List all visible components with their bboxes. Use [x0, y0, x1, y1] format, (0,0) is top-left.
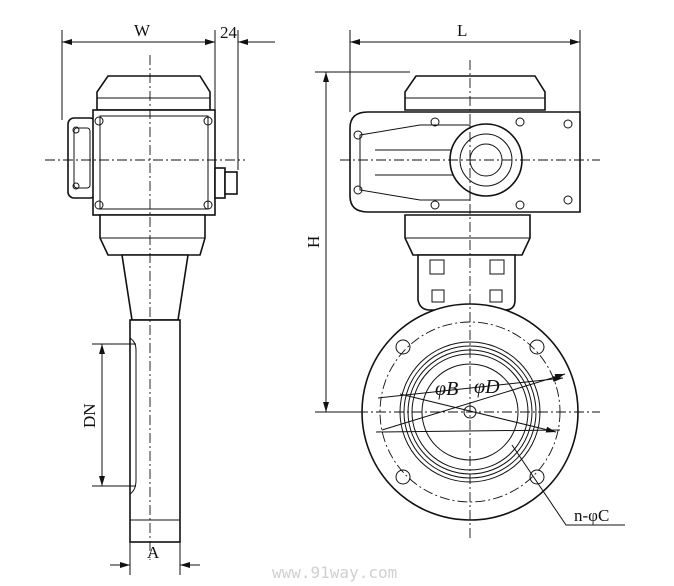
height-label: H: [304, 236, 323, 248]
diameter-b-label: φB: [435, 378, 458, 400]
offset-label: 24: [220, 23, 238, 42]
length-label: L: [457, 21, 467, 40]
screw-icons: [353, 117, 573, 210]
a-label: A: [147, 543, 160, 562]
diameter-d-label: φD: [474, 376, 500, 398]
side-view: W 24 DN A: [45, 21, 275, 575]
front-view: φB φD n-φC L H: [304, 21, 625, 540]
screw-icons: [72, 116, 213, 210]
bolt-holes: [395, 339, 545, 485]
width-label: W: [134, 21, 151, 40]
watermark: www.91way.com: [272, 563, 397, 582]
dn-label: DN: [80, 403, 99, 428]
bolt-holes-label: n-φC: [574, 506, 609, 525]
